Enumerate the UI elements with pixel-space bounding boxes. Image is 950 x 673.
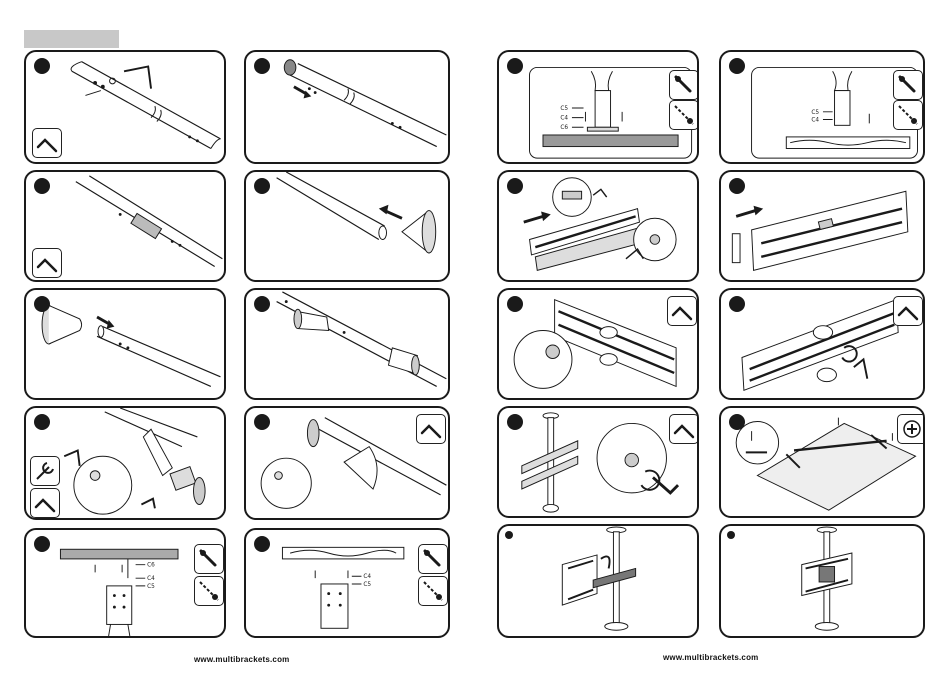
drill-icon xyxy=(418,576,448,606)
step-marker xyxy=(254,178,270,194)
step-marker xyxy=(729,178,745,194)
footer-url-left: www.multibrackets.com xyxy=(194,655,290,664)
rail-endcap-illustration xyxy=(721,172,923,280)
part-label-c5: C5 xyxy=(363,582,371,588)
rail-assembly-illustration xyxy=(499,172,697,280)
step-marker xyxy=(34,178,50,194)
pole-cap-removal-illustration xyxy=(246,52,448,162)
step-marker xyxy=(729,414,745,430)
part-label-c4: C4 xyxy=(363,574,371,580)
step-panel-15 xyxy=(497,288,699,400)
allen-key-icon xyxy=(32,128,62,158)
step-panel-9: C6 C4 C5 xyxy=(24,528,226,638)
step-marker xyxy=(34,58,50,74)
drill-icon xyxy=(194,576,224,606)
cover-slide-illustration xyxy=(246,172,448,280)
screwdriver-icon xyxy=(418,544,448,574)
screwdriver-icon xyxy=(194,544,224,574)
screen-bracket-illustration xyxy=(721,408,923,516)
ceiling-attach-illustration: C5 C4 C6 xyxy=(499,52,697,162)
step-marker xyxy=(729,296,745,312)
step-marker xyxy=(507,414,523,430)
step-panel-3 xyxy=(24,170,226,282)
screwdriver-icon xyxy=(893,70,923,100)
step-marker xyxy=(507,178,523,194)
part-label-c4: C4 xyxy=(560,116,568,122)
step-panel-12: C5 C4 xyxy=(719,50,925,164)
pole-with-covers-illustration xyxy=(246,290,448,398)
step-panel-16 xyxy=(719,288,925,400)
allen-key-icon xyxy=(667,296,697,326)
step-panel-17 xyxy=(497,406,699,518)
step-marker xyxy=(254,414,270,430)
step-panel-14 xyxy=(719,170,925,282)
phillips-screw-icon xyxy=(897,414,925,444)
pole-rail-mount-illustration xyxy=(499,408,697,516)
part-label-c6: C6 xyxy=(560,125,568,131)
step-marker xyxy=(34,414,50,430)
step-panel-8 xyxy=(244,406,450,520)
step-marker xyxy=(254,296,270,312)
finished-install-illustration xyxy=(721,526,923,636)
wrench-icon xyxy=(30,456,60,486)
step-marker xyxy=(34,536,50,552)
allen-key-icon xyxy=(30,488,60,518)
part-label-c4: C4 xyxy=(147,576,155,582)
allen-key-icon xyxy=(416,414,446,444)
step-panel-11: C5 C4 C6 xyxy=(497,50,699,164)
part-label-c5: C5 xyxy=(147,584,155,590)
step-panel-5 xyxy=(24,288,226,400)
step-panel-19 xyxy=(497,524,699,638)
step-marker xyxy=(507,296,523,312)
step-marker xyxy=(34,296,50,312)
allen-key-icon xyxy=(669,414,699,444)
allen-key-icon xyxy=(32,248,62,278)
footer-url-right: www.multibrackets.com xyxy=(663,653,759,662)
part-label-c5: C5 xyxy=(811,110,819,116)
section-header-bar xyxy=(24,30,119,48)
drill-icon xyxy=(893,100,923,130)
step-panel-7 xyxy=(24,406,226,520)
step-panel-2 xyxy=(244,50,450,164)
step-marker xyxy=(507,58,523,74)
step-panel-6 xyxy=(244,288,450,400)
step-marker xyxy=(729,58,745,74)
step-panel-4 xyxy=(244,170,450,282)
screwdriver-icon xyxy=(669,70,699,100)
part-label-c4: C4 xyxy=(811,117,819,123)
screen-hang-illustration xyxy=(499,526,697,636)
step-panel-20 xyxy=(719,524,925,638)
step-marker xyxy=(727,531,735,539)
step-marker xyxy=(254,536,270,552)
step-panel-1 xyxy=(24,50,226,164)
step-marker xyxy=(505,531,513,539)
part-label-c5: C5 xyxy=(560,106,568,112)
allen-key-icon xyxy=(893,296,923,326)
step-panel-13 xyxy=(497,170,699,282)
step-panel-18 xyxy=(719,406,925,518)
part-label-c6: C6 xyxy=(147,563,155,569)
drill-icon xyxy=(669,100,699,130)
cover-insert-illustration xyxy=(26,290,224,398)
step-marker xyxy=(254,58,270,74)
step-panel-10: C4 C5 xyxy=(244,528,450,638)
